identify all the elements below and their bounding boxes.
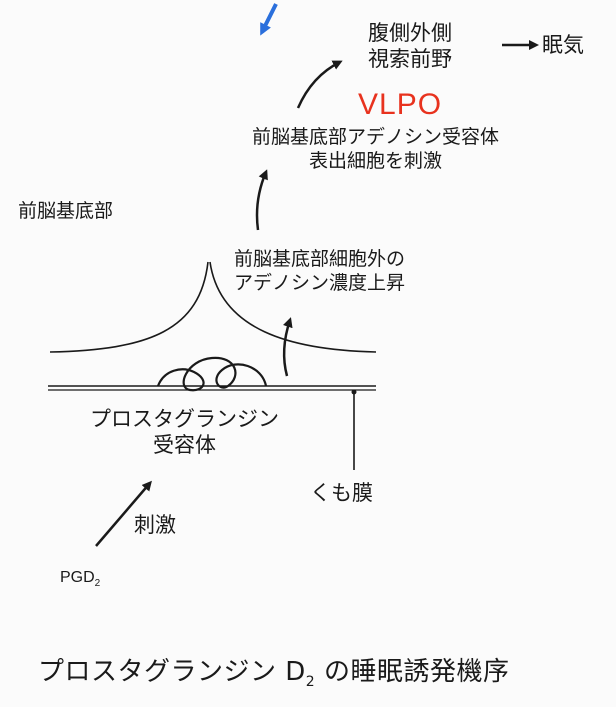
- arrow-to-receptor-cells: [255, 169, 268, 231]
- pg-receptor-line2: 受容体: [153, 433, 216, 458]
- prostaglandin-receptor-loop: [156, 356, 268, 392]
- arrow-to-vlpo: [296, 60, 343, 109]
- vlpo-name-line1: 腹側外側: [368, 21, 452, 45]
- basal-forebrain-label: 前脳基底部: [18, 200, 114, 222]
- figure-caption: プロスタグランジン D2 の睡眠誘発機序: [38, 656, 509, 692]
- caption-subscript: 2: [305, 674, 316, 691]
- caption-rest: の睡眠誘発機序: [315, 657, 510, 687]
- adenosine-label: 前脳基底部細胞外の アデノシン濃度上昇: [234, 248, 405, 296]
- vlpo-name-line2: 視索前野: [368, 47, 452, 72]
- arachnoid-label: くも膜: [310, 481, 373, 505]
- pgd2-base: PGD: [60, 569, 95, 586]
- arrow-stimulation: [95, 480, 152, 547]
- stimulation-label: 刺激: [134, 513, 176, 537]
- pgd2-subscript: 2: [94, 578, 101, 590]
- receptor-cells-line1: 前脳基底部アデノシン受容体: [252, 126, 500, 148]
- vlpo-abbreviation: VLPO: [358, 88, 443, 121]
- arrow-to-adenosine: [282, 317, 293, 377]
- receptor-cells-line2: 表出細胞を刺激: [309, 149, 443, 172]
- caption-main: プロスタグランジン D: [38, 657, 306, 687]
- arachnoid-pointer-dot: [351, 389, 357, 395]
- basal-forebrain-curve-right: [209, 261, 377, 353]
- pg-receptor-label: プロスタグランジン 受容体: [90, 406, 279, 459]
- vlpo-full-name: 腹側外側 視索前野: [368, 20, 452, 73]
- adenosine-line1: 前脳基底部細胞外の: [234, 248, 406, 270]
- adenosine-line2: アデノシン濃度上昇: [234, 271, 406, 294]
- pg-receptor-line1: プロスタグランジン: [90, 407, 279, 431]
- basal-forebrain-curve-left: [49, 261, 209, 353]
- receptor-cells-label: 前脳基底部アデノシン受容体 表出細胞を刺激: [252, 126, 499, 174]
- sleepiness-label: 眠気: [542, 33, 584, 57]
- annotation-arrow: [260, 3, 278, 36]
- pgd2-label: PGD2: [60, 568, 100, 591]
